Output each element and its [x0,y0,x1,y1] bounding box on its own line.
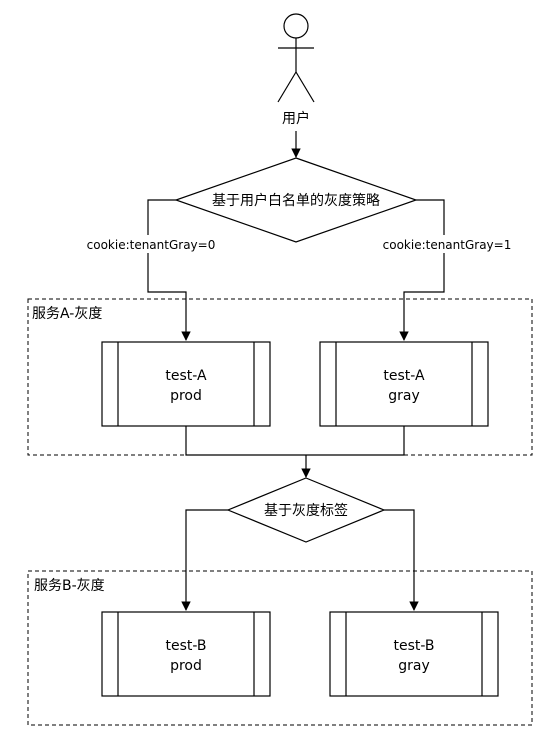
test-b-prod-process [101,611,271,697]
edge-tag-to-b-gray [384,509,419,611]
strategy-decision-diamond [174,157,418,243]
user-actor-icon [277,13,315,103]
group-a-title: 服务A-灰度 [32,306,102,322]
tag-decision-diamond [226,477,386,543]
group-b-container [27,570,533,726]
group-a-container [27,298,533,456]
strategy-decision-label: 基于用户白名单的灰度策略 [212,192,380,209]
test-a-prod-env: prod [170,388,202,404]
group-b-title: 服务B-灰度 [34,578,105,594]
test-b-gray-env: gray [398,658,430,674]
test-b-gray-name: test-B [393,638,434,654]
edge-label-gray-0: cookie:tenantGray=0 [87,238,216,252]
test-a-gray-env: gray [388,388,420,404]
edge-a-prod-merge [185,426,306,456]
test-a-gray-process [319,341,489,427]
tag-decision-label: 基于灰度标签 [264,502,348,519]
edge-a-gray-merge [306,426,405,456]
test-b-prod-name: test-B [165,638,206,654]
test-a-prod-name: test-A [165,368,207,384]
test-a-gray-name: test-A [383,368,425,384]
test-a-prod-process [101,341,271,427]
edge-label-gray-1: cookie:tenantGray=1 [383,238,512,252]
test-b-prod-env: prod [170,658,202,674]
user-label: 用户 [282,110,310,127]
test-b-gray-process [329,611,499,697]
edge-strategy-to-a-prod [147,199,191,341]
edge-strategy-to-a-gray [399,199,445,341]
edge-tag-to-b-prod [181,509,228,611]
